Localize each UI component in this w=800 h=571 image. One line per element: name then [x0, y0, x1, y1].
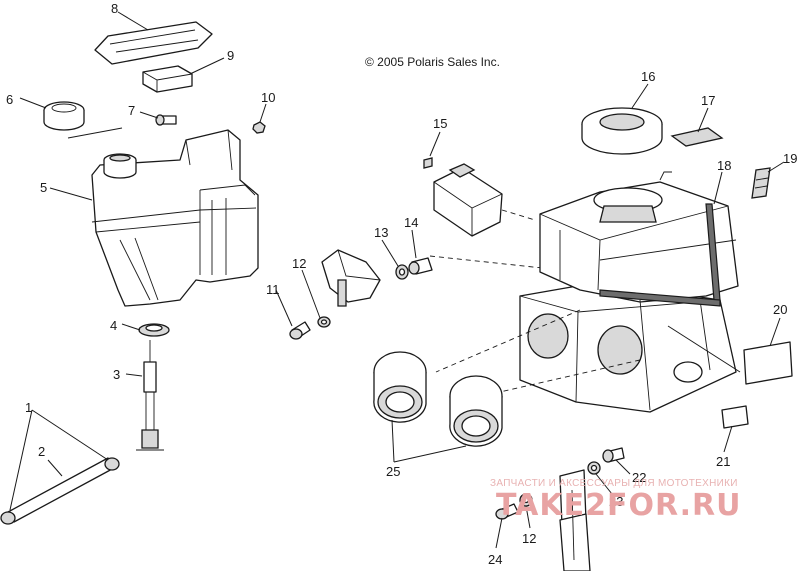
bottom-bracket: [559, 469, 591, 571]
part-19-clip: [751, 167, 771, 199]
callout-10: 10: [261, 90, 275, 105]
part-13-grommet: [395, 264, 409, 280]
callout-6: 6: [6, 92, 13, 107]
leader-lines: [19, 11, 785, 549]
callout-4: 4: [110, 318, 117, 333]
part-12-washer: [317, 316, 331, 328]
part-12b-washer: [519, 493, 533, 507]
callout-19: 19: [783, 151, 797, 166]
part-15-screw: [423, 157, 433, 169]
callout-2: 2: [38, 444, 45, 459]
callout-23: 23: [609, 494, 623, 509]
part-16-foam-ring: [581, 107, 663, 155]
callout-15: 15: [433, 116, 447, 131]
part-14-fitting: [408, 257, 433, 275]
watermark-brand: TAKE2FOR.RU: [496, 488, 741, 523]
part-23-washer: [587, 461, 601, 475]
callout-12-lower: 12: [522, 531, 536, 546]
valve-body: [321, 249, 381, 307]
part-5-oil-tank: [91, 129, 259, 307]
callout-9: 9: [227, 48, 234, 63]
callout-17: 17: [701, 93, 715, 108]
callout-21: 21: [716, 454, 730, 469]
copyright-notice: © 2005 Polaris Sales Inc.: [365, 55, 500, 69]
callout-5: 5: [40, 180, 47, 195]
callout-8: 8: [111, 1, 118, 16]
callout-14: 14: [404, 215, 418, 230]
part-17-label: [670, 127, 724, 147]
part-10-nut: [252, 121, 266, 134]
callout-25: 25: [386, 464, 400, 479]
watermark: ЗАПЧАСТИ И АКСЕССУАРЫ ДЛЯ МОТОТЕХНИКИ TA…: [490, 478, 741, 523]
part-2-hose: [7, 457, 115, 523]
callout-22: 22: [632, 470, 646, 485]
part-3-sensor: [136, 340, 164, 451]
part-8-cover: [94, 21, 213, 65]
part-6-cap: [43, 101, 85, 131]
part-4-grommet: [138, 323, 170, 337]
part-25-boot-right: [449, 375, 503, 447]
part-25-boot-left: [373, 351, 427, 423]
callout-7: 7: [128, 103, 135, 118]
callout-18: 18: [717, 158, 731, 173]
callout-11: 11: [266, 282, 280, 297]
part-11-bolt: [289, 321, 311, 340]
callout-20: 20: [773, 302, 787, 317]
part-21-label: [721, 405, 749, 429]
part-9-pad: [142, 65, 193, 93]
callout-3: 3: [113, 367, 120, 382]
part-1-clamps: [0, 457, 120, 525]
callout-12: 12: [292, 256, 306, 271]
callout-13: 13: [374, 225, 388, 240]
module-box: [433, 163, 503, 237]
callout-labels: 8 9 6 7 10 5 4 3 1 2 11 12 13 14 15 16 1…: [6, 1, 797, 567]
part-7-bolt: [155, 114, 177, 126]
callout-24: 24: [488, 552, 502, 567]
part-22-bolt: [602, 447, 625, 463]
callout-1: 1: [25, 400, 32, 415]
callout-16: 16: [641, 69, 655, 84]
part-20-label: [743, 341, 793, 385]
part-24-bolt: [495, 503, 519, 520]
watermark-tagline: ЗАПЧАСТИ И АКСЕССУАРЫ ДЛЯ МОТОТЕХНИКИ: [490, 478, 738, 489]
part-18-airbox: [519, 171, 739, 413]
